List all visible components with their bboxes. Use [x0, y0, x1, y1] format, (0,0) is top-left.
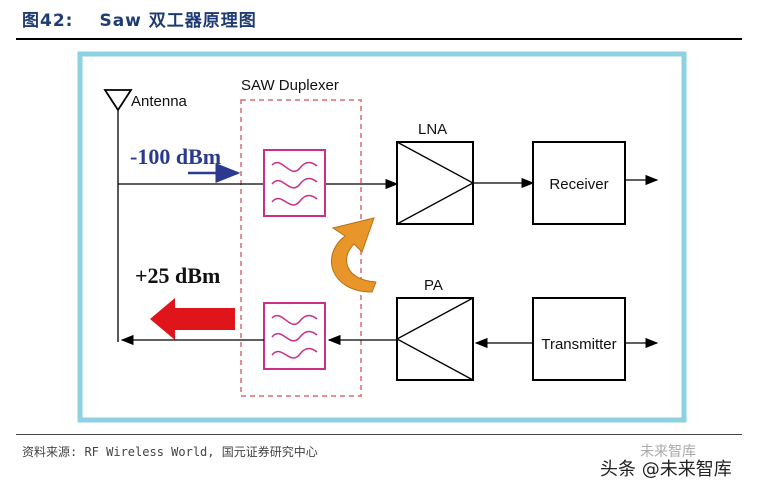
antenna-icon: [103, 89, 133, 342]
top-rule: [16, 38, 742, 40]
figure-number: 图42:: [22, 11, 74, 31]
source-note: 资料来源: RF Wireless World, 国元证券研究中心: [22, 445, 318, 459]
tx-power-label: +25 dBm: [135, 263, 220, 288]
lna-block: [396, 141, 474, 225]
tx-signal-arrow-icon: [150, 298, 235, 340]
figure-caption: Saw 双工器原理图: [99, 11, 257, 31]
rx-power-label: -100 dBm: [130, 144, 221, 169]
saw-duplexer-label: SAW Duplexer: [241, 77, 339, 94]
transmitter-block: [532, 297, 626, 381]
lna-label: LNA: [418, 121, 447, 138]
figure-title: 图42: Saw 双工器原理图: [22, 6, 257, 31]
pa-block: [396, 297, 474, 381]
saw-duplexer-box: [240, 99, 362, 397]
rx-saw-filter-icon: [263, 149, 326, 217]
receiver-label: Receiver: [549, 176, 608, 193]
transmitter-label: Transmitter: [541, 336, 616, 353]
diagram-frame: [77, 51, 687, 423]
tx-saw-filter-icon: [263, 302, 326, 370]
watermark-logo-text: 未来智库: [640, 444, 696, 460]
pa-label: PA: [424, 277, 443, 294]
bottom-rule: [16, 434, 742, 435]
watermark: 头条 @未来智库: [600, 459, 732, 480]
leakage-arrow-icon: [330, 217, 377, 293]
receiver-block: [532, 141, 626, 225]
pa-amplifier-icon: [395, 297, 474, 381]
antenna-label: Antenna: [131, 93, 188, 110]
